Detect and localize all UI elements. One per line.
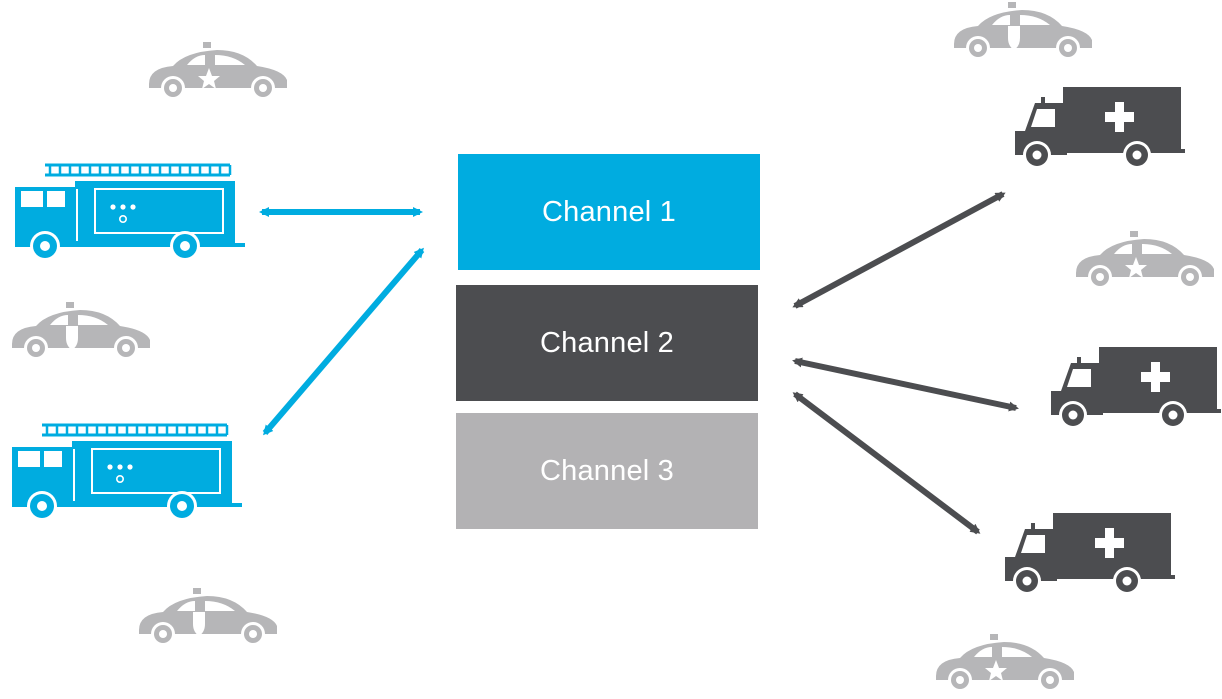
arrow-channel-2-ambulance-2 — [792, 357, 1019, 412]
channel-2-label: Channel 2 — [539, 326, 674, 359]
ambulance-1-ambulance-icon — [1007, 87, 1187, 182]
ambulance-3-ambulance-icon — [997, 513, 1177, 608]
police-car-5-police-car-icon — [1072, 229, 1217, 296]
fire-truck-2-fire-truck-icon — [2, 415, 242, 530]
arrow-channel-2-ambulance-1 — [792, 191, 1006, 309]
police-car-4-police-car-icon — [950, 0, 1095, 67]
police-car-3-police-car-icon — [135, 586, 280, 653]
police-car-1-police-car-icon — [145, 40, 290, 107]
ambulance-2-ambulance-icon — [1043, 347, 1222, 442]
connection-arrows — [259, 191, 1019, 535]
police-car-6-police-car-icon — [932, 632, 1077, 699]
arrow-fire-truck-2-channel-1 — [262, 247, 425, 436]
channel-3-label: Channel 3 — [539, 454, 674, 487]
channel-2-box: Channel 2 — [456, 285, 758, 401]
channel-3-box: Channel 3 — [456, 413, 758, 529]
fire-truck-1-fire-truck-icon — [5, 155, 245, 270]
police-car-2-police-car-icon — [8, 300, 153, 367]
channel-1-label: Channel 1 — [541, 195, 676, 228]
channel-1-box: Channel 1 — [458, 154, 760, 270]
arrow-channel-2-ambulance-3 — [792, 391, 981, 535]
